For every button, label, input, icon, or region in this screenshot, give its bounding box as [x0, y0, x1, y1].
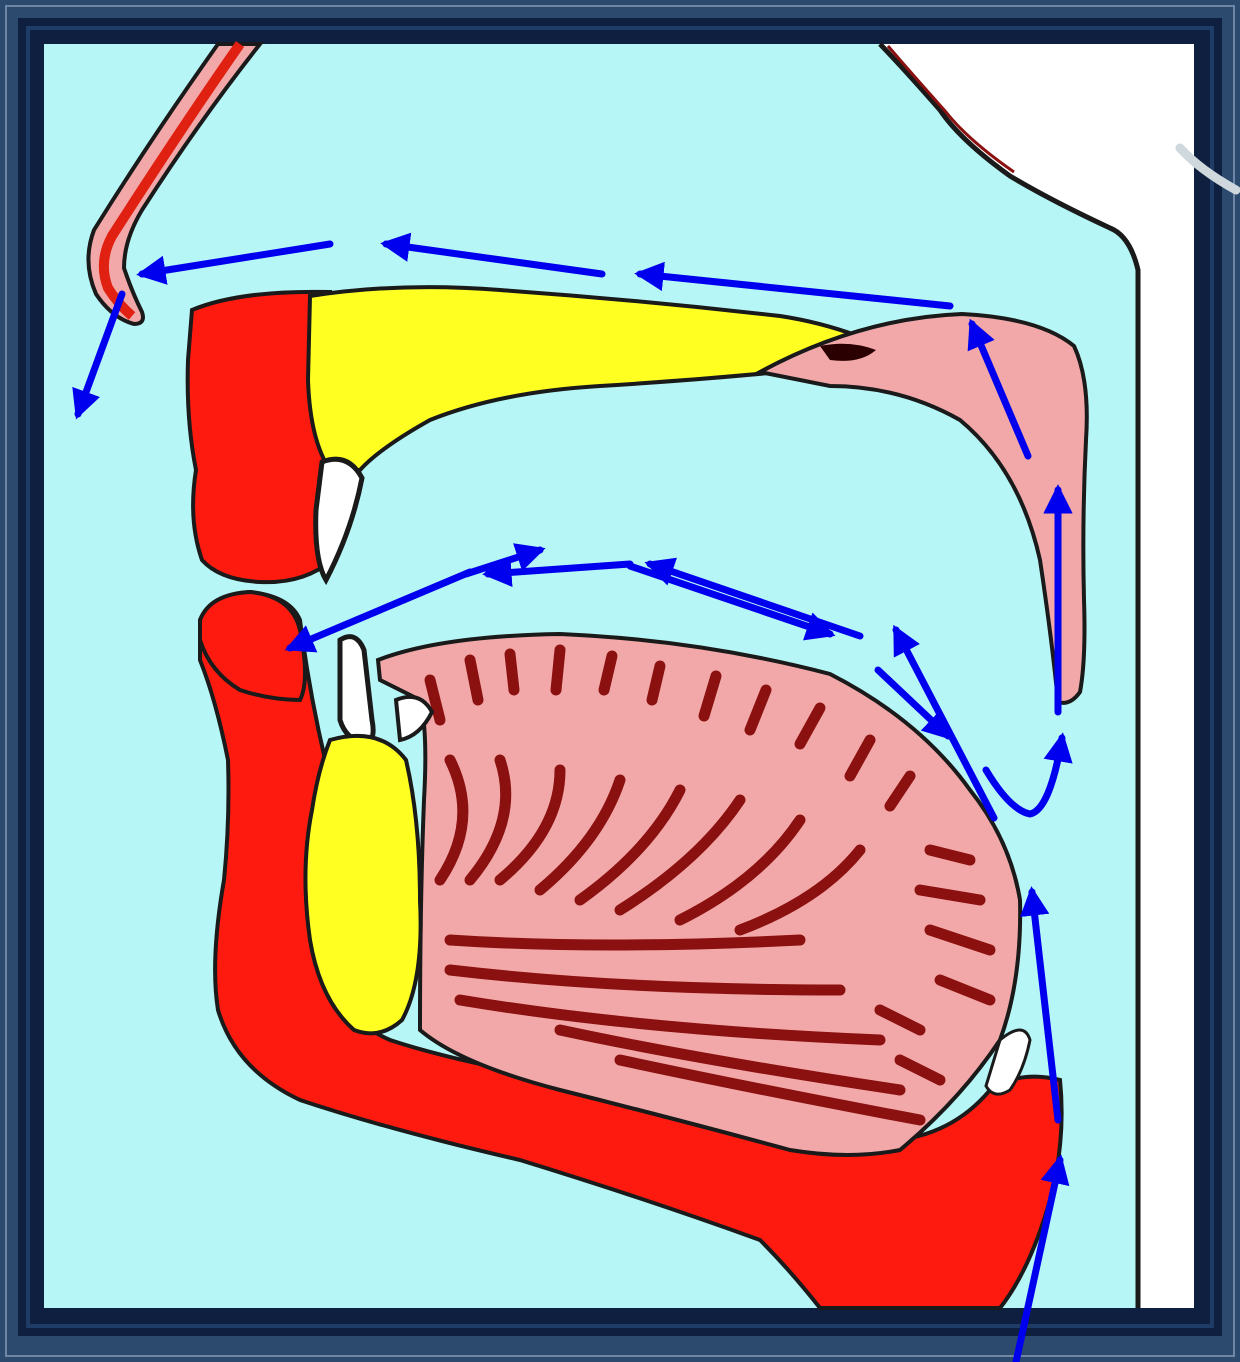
mandible [305, 736, 420, 1033]
